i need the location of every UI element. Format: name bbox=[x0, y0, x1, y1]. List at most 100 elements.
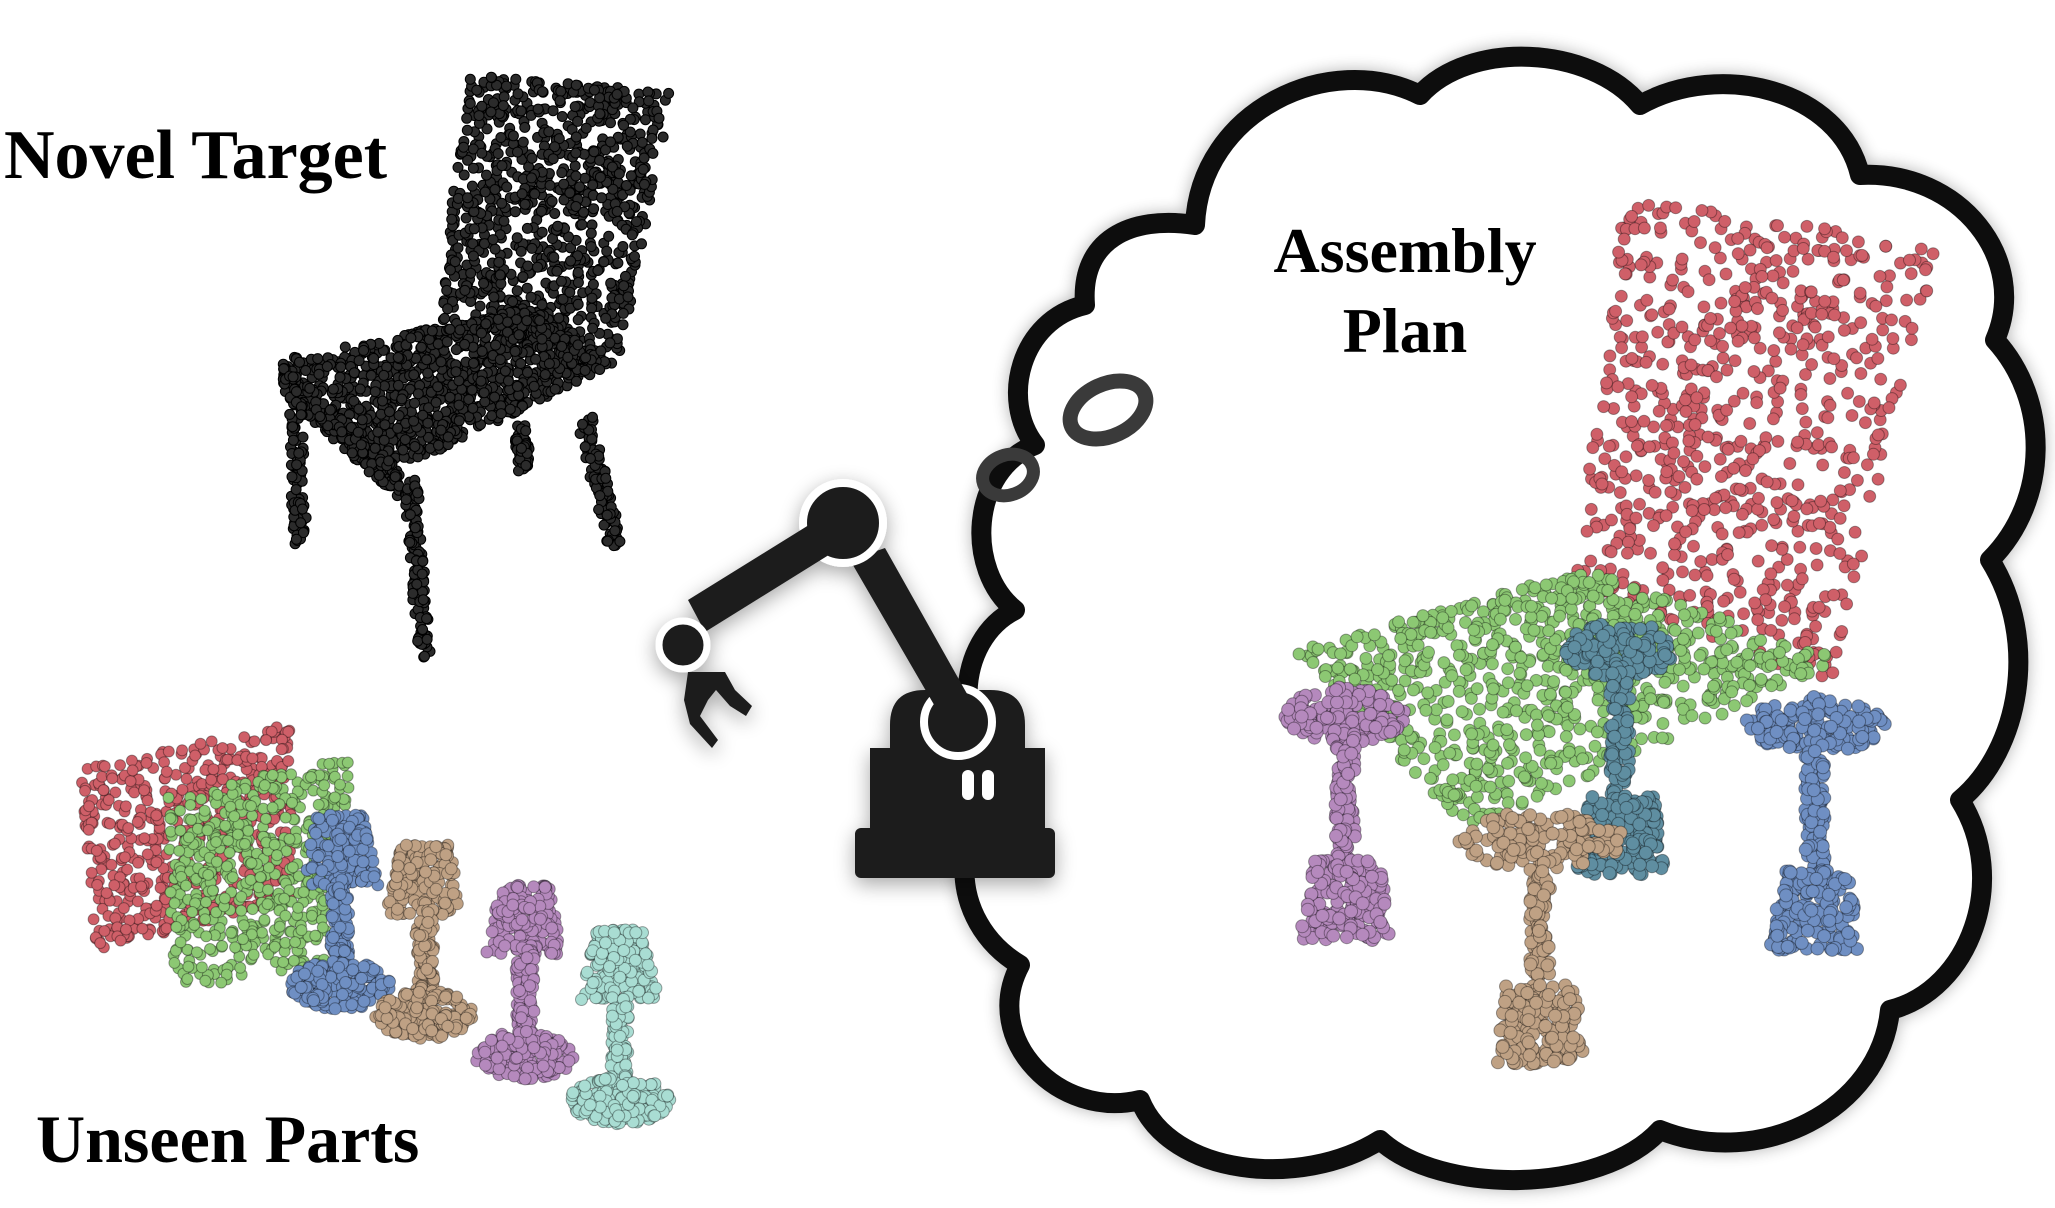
point bbox=[657, 131, 669, 143]
point bbox=[506, 898, 520, 912]
part-leg-purple bbox=[470, 878, 580, 1086]
point bbox=[564, 286, 576, 298]
point bbox=[551, 265, 563, 277]
point bbox=[474, 300, 486, 312]
point bbox=[87, 913, 100, 926]
point bbox=[636, 136, 648, 148]
point bbox=[547, 153, 559, 165]
point bbox=[160, 765, 173, 778]
point bbox=[498, 939, 512, 953]
point bbox=[432, 410, 444, 422]
point bbox=[259, 812, 272, 825]
point bbox=[494, 269, 506, 281]
point bbox=[638, 152, 650, 164]
point bbox=[511, 232, 523, 244]
point bbox=[462, 192, 473, 204]
point bbox=[246, 903, 259, 916]
point bbox=[135, 880, 148, 893]
point bbox=[91, 878, 104, 891]
point bbox=[413, 929, 427, 942]
point bbox=[603, 230, 615, 242]
point bbox=[643, 95, 655, 107]
point bbox=[511, 314, 522, 326]
point bbox=[556, 111, 568, 122]
point bbox=[562, 351, 574, 363]
point bbox=[221, 860, 233, 873]
point bbox=[522, 260, 534, 272]
point bbox=[490, 1051, 504, 1065]
point bbox=[554, 95, 566, 107]
point bbox=[408, 415, 420, 427]
point bbox=[441, 1019, 455, 1033]
point bbox=[502, 375, 514, 387]
point bbox=[496, 160, 508, 172]
point bbox=[327, 383, 339, 395]
point bbox=[421, 354, 433, 366]
point bbox=[520, 425, 532, 437]
target-leg-4 bbox=[510, 420, 535, 477]
point bbox=[538, 880, 552, 894]
point bbox=[480, 945, 494, 959]
point bbox=[404, 509, 416, 521]
target-leg-3 bbox=[574, 411, 626, 552]
point bbox=[626, 229, 638, 241]
point bbox=[184, 799, 197, 811]
point bbox=[202, 868, 215, 881]
point bbox=[442, 431, 454, 443]
point bbox=[521, 222, 533, 234]
point bbox=[572, 277, 584, 288]
point bbox=[210, 836, 223, 848]
point bbox=[586, 976, 600, 990]
point bbox=[535, 205, 547, 217]
point bbox=[466, 180, 478, 192]
point bbox=[576, 219, 588, 231]
point bbox=[539, 369, 551, 380]
point bbox=[599, 936, 612, 950]
point bbox=[488, 291, 500, 303]
point bbox=[215, 976, 228, 989]
point bbox=[454, 324, 466, 336]
point bbox=[601, 509, 613, 521]
point bbox=[138, 832, 151, 845]
point bbox=[479, 186, 491, 198]
point bbox=[277, 956, 290, 969]
point bbox=[467, 250, 479, 262]
part-leg-teal bbox=[565, 923, 677, 1131]
point bbox=[570, 201, 582, 212]
point bbox=[450, 990, 464, 1004]
point bbox=[526, 242, 538, 254]
point bbox=[544, 179, 556, 191]
point bbox=[194, 737, 207, 750]
point bbox=[617, 241, 629, 252]
point bbox=[603, 960, 616, 974]
point bbox=[528, 380, 540, 392]
robot-upper-arm bbox=[688, 515, 840, 632]
point bbox=[126, 764, 139, 777]
point bbox=[594, 108, 606, 120]
point bbox=[237, 919, 250, 932]
point bbox=[526, 172, 537, 184]
point bbox=[594, 171, 606, 183]
point bbox=[412, 635, 424, 647]
point bbox=[295, 517, 307, 529]
point bbox=[170, 921, 183, 933]
point bbox=[409, 397, 420, 409]
point bbox=[507, 296, 519, 307]
point bbox=[392, 422, 404, 434]
point bbox=[435, 356, 447, 368]
point bbox=[515, 358, 527, 369]
point bbox=[452, 242, 464, 254]
point bbox=[305, 909, 318, 922]
point bbox=[459, 338, 471, 350]
point bbox=[510, 73, 522, 85]
point bbox=[291, 459, 303, 471]
point bbox=[521, 315, 533, 327]
point bbox=[525, 291, 537, 303]
point bbox=[507, 130, 519, 142]
point bbox=[461, 124, 473, 136]
point bbox=[368, 352, 380, 364]
point bbox=[373, 469, 385, 481]
point bbox=[604, 337, 616, 349]
point bbox=[495, 408, 507, 420]
point bbox=[439, 312, 451, 324]
